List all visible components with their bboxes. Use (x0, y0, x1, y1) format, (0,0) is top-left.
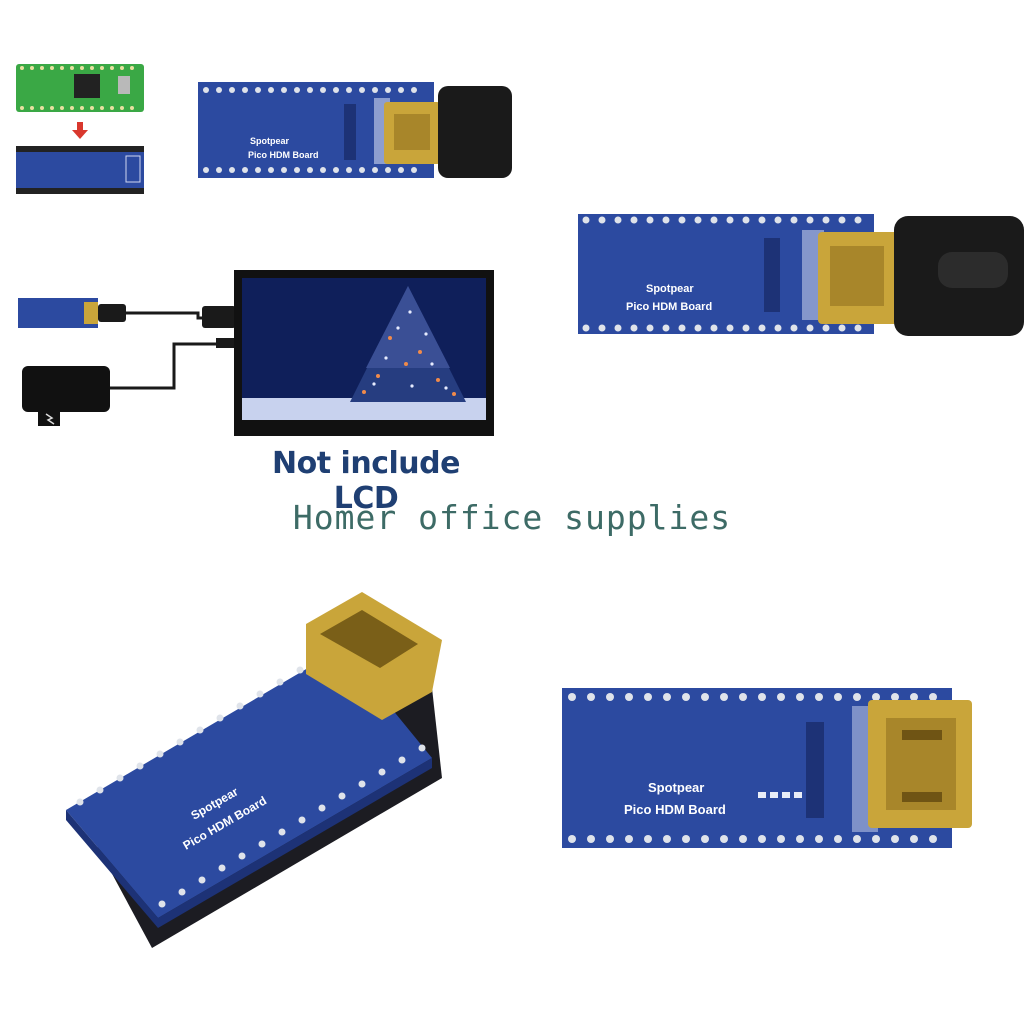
board-name-front: Pico HDM Board (624, 802, 726, 817)
raspberry-pi-pico-icon (16, 64, 144, 194)
board-brand-front: Spotpear (648, 780, 704, 795)
hdmi-connector-icon (818, 232, 898, 324)
pico-stack-illustration (14, 60, 146, 198)
lcd-not-included-caption: Not include LCD (272, 446, 460, 516)
power-adapter-icon (22, 338, 234, 426)
board-angled-view: Spotpear Pico HDM Board (62, 588, 446, 950)
hdmi-connector-icon (306, 592, 442, 720)
board-name-small: Pico HDM Board (248, 150, 319, 160)
board-with-cable-small: Spotpear Pico HDM Board (198, 82, 514, 182)
watermark-text: Homer office supplies (292, 498, 732, 537)
lcd-monitor-icon (234, 270, 494, 436)
board-with-cable-large: Spotpear Pico HDM Board (578, 212, 1024, 338)
board-brand-large: Spotpear (646, 283, 694, 295)
board-name-large: Pico HDM Board (626, 301, 712, 313)
board-brand-small: Spotpear (250, 136, 290, 146)
hdmi-connector-icon (384, 102, 440, 164)
down-arrow-icon (72, 122, 88, 139)
hdmi-connector-icon (868, 700, 972, 828)
connection-diagram (18, 268, 498, 438)
board-front-view: Spotpear Pico HDM Board (562, 688, 976, 850)
